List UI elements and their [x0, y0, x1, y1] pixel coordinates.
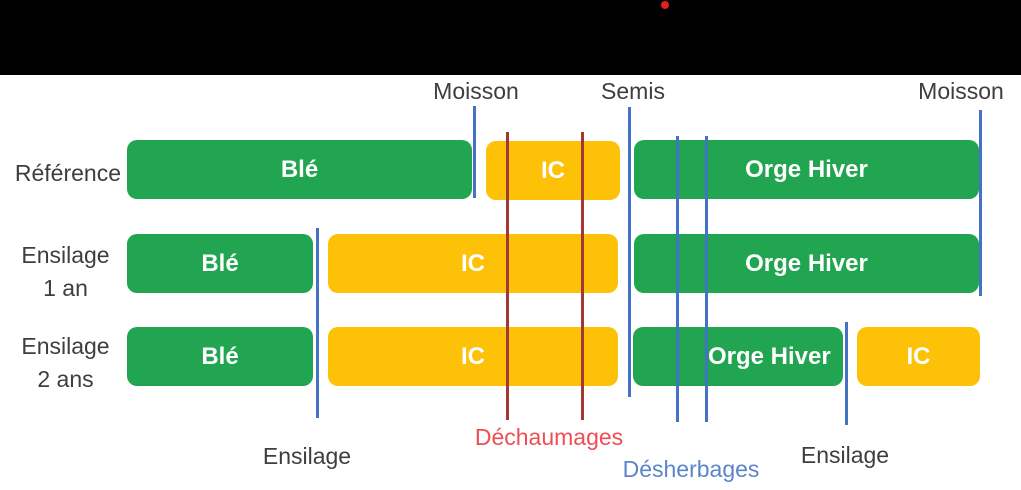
marker-label-moisson-right: Moisson	[918, 78, 1004, 104]
bar-ic-ensilage-1an: IC	[328, 234, 618, 293]
row-label-ensilage-2ans-line1: Ensilage	[21, 333, 110, 359]
bar-ic2-ensilage-2ans: IC	[857, 327, 980, 386]
marker-line-moisson-left	[473, 106, 476, 198]
marker-label-moisson-left: Moisson	[433, 78, 519, 104]
bar-orge-hiver-reference: Orge Hiver	[634, 140, 979, 199]
row-label-ensilage-1an-line1: Ensilage	[21, 242, 110, 268]
marker-line-semis	[628, 107, 631, 397]
marker-line-ensilage-right	[845, 322, 848, 425]
bar-orge-hiver-ensilage-1an: Orge Hiver	[634, 234, 979, 293]
bar-ble-ensilage-2ans: Blé	[127, 327, 313, 386]
bar-ble-reference: Blé	[127, 140, 472, 199]
marker-label-ensilage-right: Ensilage	[800, 442, 890, 468]
marker-label-desherbages: Désherbages	[622, 456, 760, 482]
bar-ble-ensilage-1an: Blé	[127, 234, 313, 293]
marker-line-ensilage-left	[316, 228, 319, 418]
marker-line-dechaumage-1	[506, 132, 509, 420]
marker-line-dechaumage-2	[581, 132, 584, 420]
bar-ic-ensilage-2ans: IC	[328, 327, 618, 386]
marker-line-desherbage-1	[676, 136, 679, 422]
row-label-ensilage-2ans: Ensilage 2 ans	[8, 330, 123, 396]
row-label-reference: Référence	[14, 160, 121, 186]
row-label-ensilage-2ans-line2: 2 ans	[37, 366, 94, 392]
marker-label-semis: Semis	[601, 78, 665, 104]
recording-dot-icon	[661, 1, 669, 9]
video-letterbox-top	[0, 0, 1021, 75]
marker-line-desherbage-2	[705, 136, 708, 422]
bar-orge-hiver-ensilage-2ans: Orge Hiver	[633, 327, 843, 386]
marker-label-ensilage-left: Ensilage	[262, 443, 352, 469]
marker-line-moisson-right	[979, 110, 982, 296]
marker-label-dechaumages: Déchaumages	[474, 424, 624, 450]
row-label-ensilage-1an: Ensilage 1 an	[8, 239, 123, 305]
row-label-ensilage-1an-line2: 1 an	[43, 275, 88, 301]
